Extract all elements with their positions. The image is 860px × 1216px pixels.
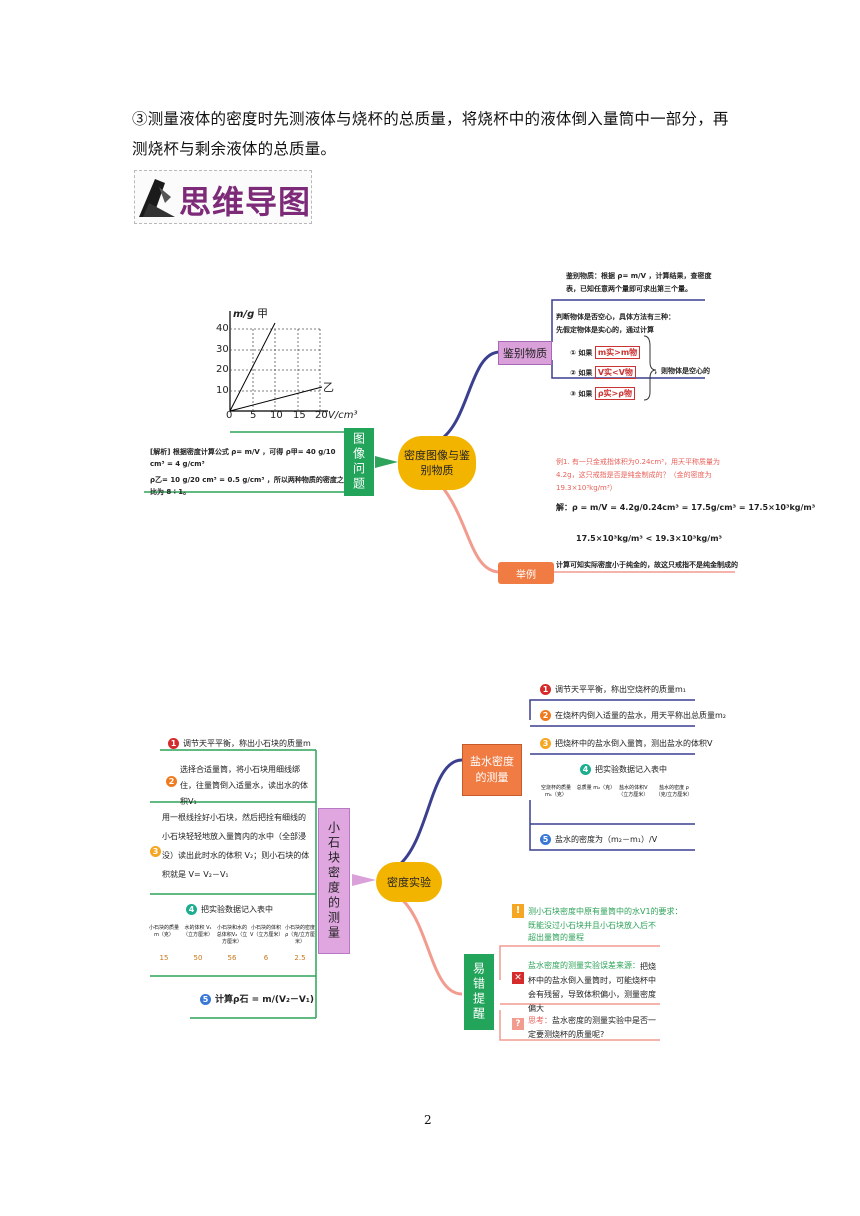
central-node-map2: 密度实验: [376, 862, 442, 902]
error-1-title: 测小石块密度中原有量筒中的水V1的要求：: [528, 907, 683, 916]
error-x-icon: ✕: [512, 972, 524, 984]
stone-table-cell: 2.5: [294, 954, 306, 962]
graph-line-b-label: 乙: [323, 381, 334, 394]
condition-result: ，则物体是空心的: [654, 367, 710, 375]
node-graph-problem: 图像问题: [344, 428, 374, 496]
error-1-body: 既能没过小石块并且小石块放入后不超出量筒的量程: [528, 921, 656, 942]
analysis-line-2: ρ乙= 10 g/20 cm³ = 0.5 g/cm³ ，所以两种物质的密度之比…: [150, 476, 344, 496]
page-number: 2: [424, 1113, 432, 1127]
stone-table-header: 小石块的质量 m（克）: [148, 925, 179, 938]
stone-table-cell: 15: [159, 954, 169, 962]
error-2-title: 盐水密度的测量实验误差来源：: [528, 961, 640, 970]
stone-table-header: 水的体积 V₁（立方厘米）: [182, 925, 213, 938]
graph-x-tick: 15: [293, 410, 306, 421]
stone-table-values: 15 50 56 6 2.5: [148, 954, 316, 962]
graph-x-tick: 20: [315, 410, 328, 421]
node-example: 举例: [498, 562, 554, 584]
stone-table-headers: 小石块的质量 m（克） 水的体积 V₁（立方厘米） 小石块和水的总体积V₂（立方…: [148, 924, 316, 945]
intro-paragraph: ③测量液体的密度时先测液体与烧杯的总质量，将烧杯中的液体倒入量筒中一部分，再测烧…: [132, 110, 729, 158]
node-error-reminder: 易错提醒: [464, 954, 494, 1030]
stone-table-cell: 50: [193, 954, 203, 962]
graph-y-tick: 10: [216, 385, 229, 396]
condition-1: ① 如果 m实>m物: [570, 346, 641, 359]
example-solution: 解：ρ = m/V = 4.2g/0.24cm³ = 17.5g/cm³ = 1…: [556, 503, 816, 512]
error-3: 思考：盐水密度的测量实验中是否一定要测烧杯的质量呢?: [528, 1016, 656, 1039]
node-salt-density: 盐水密度的测量: [462, 744, 522, 796]
stone-table-header: 小石块和水的总体积V₂（立方厘米）: [216, 925, 248, 945]
density-graph: [229, 311, 328, 412]
graph-line-a-label: 甲: [257, 307, 268, 320]
salt-table-headers: 空烧杯的质量 m₁（克） 总质量 m₂（克） 盐水的体积V（立方厘米） 盐水的密…: [538, 784, 694, 798]
analysis-line-1: [解析] 根据密度计算公式 ρ= m/V ，可得 ρ甲= 40 g/10 cm³…: [150, 448, 336, 468]
example-conclusion: 计算可知实际密度小于纯金的，故这只戒指不是纯金制成的: [556, 561, 738, 569]
stone-table-header: 小石块的密度 ρ（克/立方厘米）: [284, 925, 315, 945]
salt-table-header: 空烧杯的质量 m₁（克）: [540, 785, 571, 798]
graph-y-tick: 20: [216, 364, 229, 375]
node-stone-density: 小石块密度的测量: [318, 808, 350, 954]
salt-table-header: 盐水的密度 ρ（克/立方厘米）: [655, 785, 693, 798]
stone-step-3: 用一根线拴好小石块，然后把拴有细线的小石块轻轻地放入量筒内的水中（全部浸没）读出…: [162, 813, 310, 879]
identify-description: 鉴别物质：根据 ρ= m/V ，计算结果，查密度表，已知任意两个量即可求出第三个…: [566, 272, 712, 293]
stone-table-cell: 56: [227, 954, 237, 962]
graph-x-tick: 10: [270, 410, 283, 421]
banner-logo-icon: [139, 179, 175, 217]
graph-y-tick: 40: [216, 323, 229, 334]
graph-y-tick: 30: [216, 344, 229, 355]
mindmap-banner: 思维导图: [134, 170, 312, 224]
stone-table-cell: 6: [263, 954, 269, 962]
condition-2: ② 如果 V实<V物: [570, 366, 636, 379]
hollow-subtitle: 先假定物体是实心的，通过计算: [556, 326, 654, 334]
central-node-map1: 密度图像与鉴别物质: [398, 436, 476, 490]
graph-x-tick: 5: [250, 410, 257, 421]
example-question: 例1. 有一只金戒指体积为0.24cm³，用天平称质量为4.2g，这只戒指是否是…: [556, 458, 720, 492]
stone-step-2: 选择合适量筒，将小石块用细线绑住，往量筒倒入适量水，读出水的体积V₁: [180, 765, 308, 806]
salt-table-header: 盐水的体积V（立方厘米）: [618, 785, 649, 798]
graph-x-label: V/cm³: [328, 410, 358, 421]
example-compare: 17.5×10³kg/m³ < 19.3×10³kg/m³: [576, 534, 723, 543]
error-2-body: 盐水密度的测量实验误差来源：把烧杯中的盐水倒入量筒时，可能烧杯中会有残留，导致体…: [528, 962, 656, 1013]
stone-step-2-badge: 2: [166, 776, 177, 787]
hollow-title: 判断物体是否空心，具体方法有三种：: [556, 313, 675, 321]
graph-origin: 0: [226, 410, 233, 421]
banner-title: 思维导图: [179, 183, 312, 221]
stone-step-3-badge: 3: [150, 846, 161, 857]
stone-table-header: 小石块的体积 V（立方厘米）: [250, 925, 284, 938]
salt-table-header: 总质量 m₂（克）: [576, 785, 616, 791]
condition-3: ③ 如果 ρ实>ρ物: [570, 387, 635, 400]
warning-icon: !: [512, 904, 524, 918]
graph-y-label: m/g: [233, 309, 255, 320]
question-icon: ?: [512, 1018, 524, 1030]
node-identify-substance: 鉴别物质: [498, 341, 552, 365]
